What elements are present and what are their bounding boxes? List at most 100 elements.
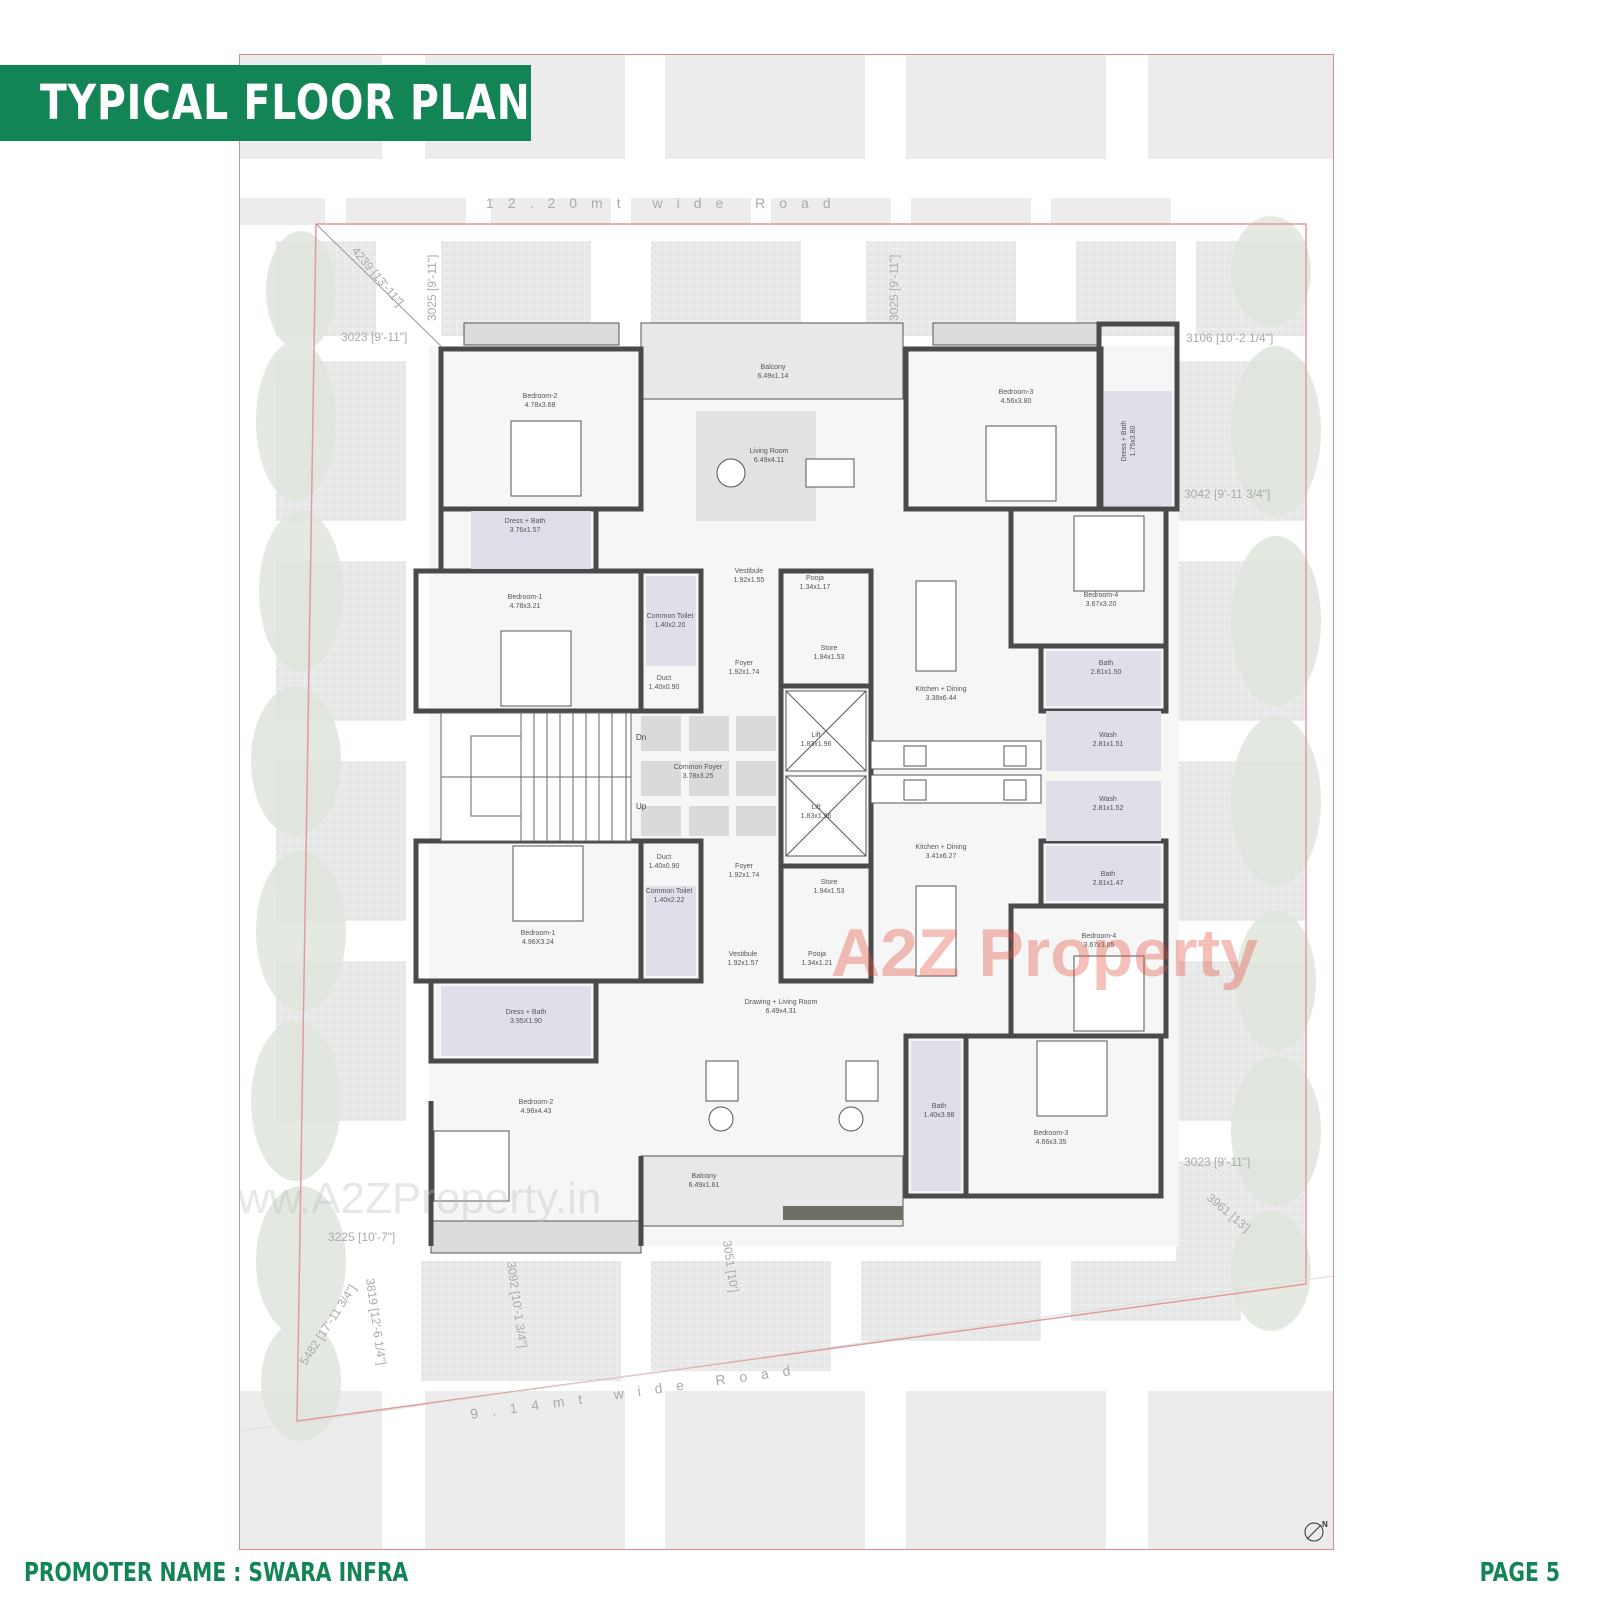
svg-text:1.92x1.74: 1.92x1.74 (729, 669, 760, 676)
svg-text:Bath: Bath (932, 1103, 947, 1110)
room-labels: Balcony 6.49x1.14 Bedroom-2 4.78x3.68 Li… (505, 364, 1137, 1189)
svg-text:Vestibule: Vestibule (735, 568, 764, 575)
svg-text:3.67x3.20: 3.67x3.20 (1086, 601, 1117, 608)
svg-text:4.78x3.68: 4.78x3.68 (525, 402, 556, 409)
svg-text:1.94x1.53: 1.94x1.53 (814, 888, 845, 895)
lifts (785, 690, 867, 857)
svg-text:1.94x1.53: 1.94x1.53 (814, 654, 845, 661)
balcony-top-name: Balcony (761, 364, 786, 371)
svg-text:Vestibule: Vestibule (729, 951, 758, 958)
svg-text:Bath: Bath (1101, 871, 1116, 878)
svg-text:Dress + Bath: Dress + Bath (506, 1009, 547, 1016)
north-road-label: 12.20mt wide Road (486, 195, 845, 211)
watermark-url: www.A2ZProperty.in (240, 1174, 601, 1223)
floor-plan-sheet: 12.20mt wide Road 9.14mt wide Road (239, 54, 1334, 1550)
svg-text:3042 [9'-11 3/4"]: 3042 [9'-11 3/4"] (1184, 487, 1270, 501)
svg-text:Pooja: Pooja (808, 951, 826, 958)
svg-text:6.49x1.61: 6.49x1.61 (689, 1182, 720, 1189)
svg-text:Common Foyer: Common Foyer (674, 764, 723, 771)
svg-text:Living Room: Living Room (750, 448, 789, 455)
svg-text:3.67x3.05: 3.67x3.05 (1084, 942, 1115, 949)
svg-text:Foyer: Foyer (735, 660, 754, 667)
svg-text:3225 [10'-7"]: 3225 [10'-7"] (328, 1230, 395, 1244)
svg-text:1.34x1.17: 1.34x1.17 (800, 584, 831, 591)
svg-text:3023 [9'-11"]: 3023 [9'-11"] (341, 330, 407, 344)
svg-text:Bath: Bath (1099, 660, 1114, 667)
svg-text:Wash: Wash (1099, 732, 1117, 739)
svg-text:1.40x2.22: 1.40x2.22 (654, 897, 685, 904)
svg-text:2.81x1.51: 2.81x1.51 (1093, 741, 1124, 748)
trees (251, 216, 1321, 1441)
svg-text:4.66x3.35: 4.66x3.35 (1036, 1139, 1067, 1146)
watermark: A2Z Property www.A2ZProperty.in (240, 915, 1258, 1223)
svg-text:3.41x6.27: 3.41x6.27 (926, 853, 957, 860)
page-title-banner: TYPICAL FLOOR PLAN (0, 65, 531, 141)
svg-text:4.96x4.43: 4.96x4.43 (521, 1108, 552, 1115)
svg-text:4.78x3.21: 4.78x3.21 (510, 603, 541, 610)
svg-text:Bedroom-2: Bedroom-2 (519, 1099, 554, 1106)
svg-text:Foyer: Foyer (735, 863, 754, 870)
svg-text:Bedroom-2: Bedroom-2 (523, 393, 558, 400)
svg-text:3025 [9'-11"]: 3025 [9'-11"] (887, 255, 901, 321)
svg-text:6.49x4.31: 6.49x4.31 (766, 1008, 797, 1015)
svg-text:Bedroom-1: Bedroom-1 (508, 594, 543, 601)
svg-text:Lift: Lift (811, 804, 820, 811)
svg-text:1.40x2.20: 1.40x2.20 (655, 622, 686, 629)
svg-text:Drawing + Living Room: Drawing + Living Room (745, 999, 818, 1006)
watermark-logo: A2Z Property (831, 915, 1258, 991)
svg-text:3025 [9'-11"]: 3025 [9'-11"] (425, 255, 439, 321)
svg-text:N: N (1322, 1520, 1328, 1529)
svg-text:Balcony: Balcony (692, 1173, 717, 1180)
stair-down-label: Dn (636, 733, 646, 742)
svg-text:Common Toilet: Common Toilet (647, 613, 694, 620)
svg-text:1.92x1.74: 1.92x1.74 (729, 872, 760, 879)
svg-text:Common Toilet: Common Toilet (646, 888, 693, 895)
furniture (433, 411, 1145, 1202)
building (413, 321, 1180, 1254)
svg-text:Store: Store (821, 645, 838, 652)
svg-text:Kitchen + Dining: Kitchen + Dining (915, 844, 966, 851)
svg-text:Dress + Bath: Dress + Bath (1121, 421, 1128, 462)
svg-text:3.38x6.44: 3.38x6.44 (926, 695, 957, 702)
svg-text:3106 [10'-2 1/4"]: 3106 [10'-2 1/4"] (1186, 331, 1273, 345)
svg-text:6.49x4.11: 6.49x4.11 (754, 457, 784, 464)
north-arrow-icon: N (1304, 1520, 1328, 1542)
floor-plan-drawing: 12.20mt wide Road 9.14mt wide Road (240, 55, 1333, 1549)
svg-text:Pooja: Pooja (806, 575, 824, 582)
staircase (440, 712, 632, 842)
svg-text:Bedroom-3: Bedroom-3 (999, 389, 1034, 396)
stair-up-label: Up (636, 802, 647, 811)
svg-text:3.78x3.25: 3.78x3.25 (683, 773, 714, 780)
svg-text:1.34x1.21: 1.34x1.21 (802, 960, 833, 967)
svg-text:1.40x0.90: 1.40x0.90 (649, 684, 680, 691)
svg-text:6.49x1.14: 6.49x1.14 (758, 373, 789, 380)
page-number: PAGE 5 (1479, 1558, 1560, 1588)
svg-text:Store: Store (821, 879, 838, 886)
svg-text:3023 [9'-11"]: 3023 [9'-11"] (1184, 1155, 1250, 1169)
svg-text:1.83x1.96: 1.83x1.96 (801, 741, 832, 748)
svg-text:Bedroom-1: Bedroom-1 (521, 930, 556, 937)
svg-text:3.95X1.90: 3.95X1.90 (510, 1018, 542, 1025)
svg-text:4.96X3.24: 4.96X3.24 (522, 939, 554, 946)
svg-text:Bedroom-4: Bedroom-4 (1084, 592, 1119, 599)
svg-text:1.83x1.96: 1.83x1.96 (801, 813, 832, 820)
svg-text:4.56x3.80: 4.56x3.80 (1001, 398, 1032, 405)
svg-text:Kitchen + Dining: Kitchen + Dining (915, 686, 966, 693)
svg-text:Wash: Wash (1099, 796, 1117, 803)
plot-boundary (296, 223, 1307, 1422)
svg-text:Dress + Bath: Dress + Bath (505, 518, 546, 525)
svg-text:1.40x3.98: 1.40x3.98 (924, 1112, 955, 1119)
svg-text:1.92x1.55: 1.92x1.55 (734, 577, 765, 584)
svg-text:Duct: Duct (657, 675, 671, 682)
svg-text:1.75x3.80: 1.75x3.80 (1130, 426, 1137, 457)
svg-text:Duct: Duct (657, 854, 671, 861)
svg-text:2.81x1.50: 2.81x1.50 (1091, 669, 1122, 676)
svg-text:Lift: Lift (811, 732, 820, 739)
svg-text:1.92x1.57: 1.92x1.57 (728, 960, 759, 967)
svg-text:Bedroom-4: Bedroom-4 (1082, 933, 1117, 940)
svg-text:2.81x1.47: 2.81x1.47 (1093, 880, 1124, 887)
page-title: TYPICAL FLOOR PLAN (40, 75, 531, 131)
svg-text:2.81x1.52: 2.81x1.52 (1093, 805, 1124, 812)
promoter-name: PROMOTER NAME : SWARA INFRA (24, 1558, 409, 1588)
svg-text:1.40x0.90: 1.40x0.90 (649, 863, 680, 870)
